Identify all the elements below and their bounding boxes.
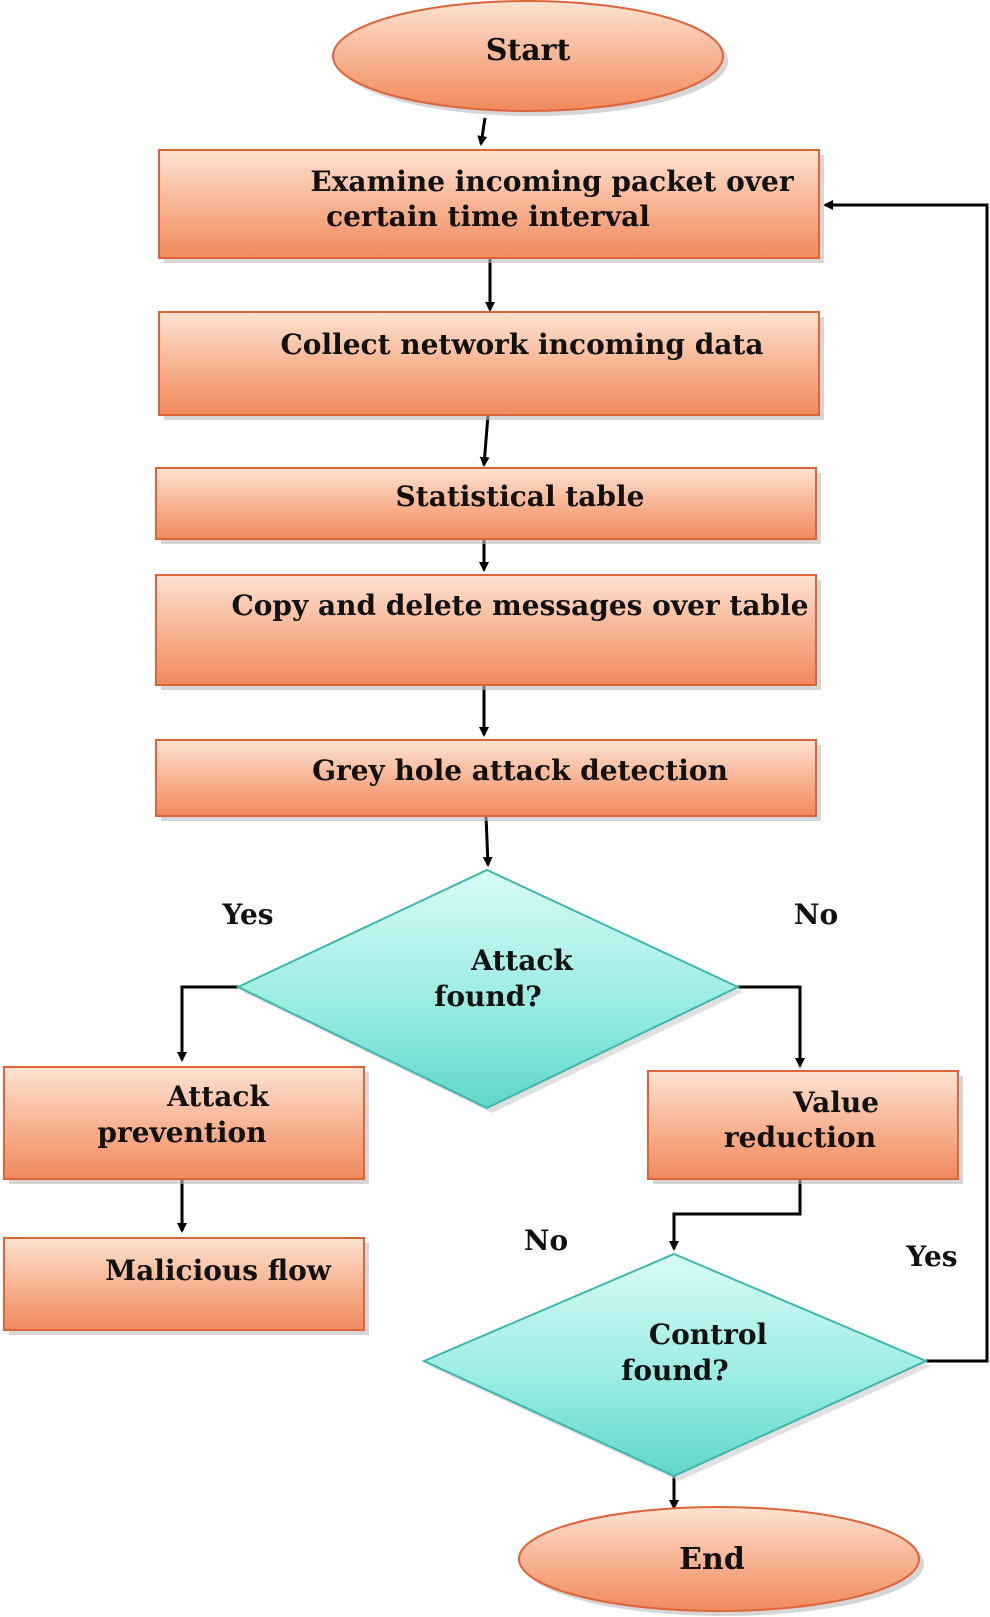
end-terminal: End — [518, 1506, 924, 1616]
edge-value-control — [669, 1180, 802, 1251]
control-found-line2: found? — [621, 1354, 728, 1387]
examine-label-line2: certain time interval — [326, 200, 650, 233]
value-reduction-box: Value reduction — [647, 1070, 963, 1184]
edge-start-examine — [477, 117, 488, 146]
collect-data-box: Collect network incoming data — [158, 311, 824, 420]
attack-prevention-box: Attack prevention — [3, 1066, 369, 1184]
control-yes-label: Yes — [905, 1240, 957, 1273]
attack-prevention-line2: prevention — [97, 1116, 266, 1149]
value-reduction-line1: Value — [792, 1086, 879, 1119]
copy-delete-label: Copy and delete messages over table — [231, 589, 808, 622]
copy-delete-box: Copy and delete messages over table — [155, 574, 821, 690]
edge-greyhole-attack — [482, 815, 493, 867]
control-found-line1: Control — [649, 1318, 767, 1351]
edge-collect-statistical — [479, 414, 490, 467]
grey-hole-detection-box: Grey hole attack detection — [155, 739, 821, 821]
statistical-label: Statistical table — [396, 480, 645, 513]
start-label: Start — [486, 33, 571, 68]
grey-hole-label: Grey hole attack detection — [312, 754, 728, 787]
attack-no-label: No — [794, 898, 838, 931]
edge-control-yes-loop — [823, 200, 989, 1363]
attack-found-line2: found? — [434, 980, 541, 1013]
edge-attack-no — [738, 985, 805, 1068]
malicious-flow-label: Malicious flow — [105, 1254, 332, 1287]
attack-found-decision: Attack found? — [235, 868, 743, 1113]
examine-label-line1: Examine incoming packet over — [310, 165, 794, 198]
start-terminal: Start — [332, 0, 728, 116]
value-reduction-line2: reduction — [724, 1121, 876, 1154]
edge-attack-yes — [177, 985, 238, 1062]
attack-found-line1: Attack — [470, 944, 573, 977]
attack-prevention-line1: Attack — [166, 1080, 269, 1113]
end-label: End — [679, 1542, 745, 1577]
malicious-flow-box: Malicious flow — [3, 1237, 369, 1335]
collect-label: Collect network incoming data — [280, 328, 763, 361]
control-found-decision: Control found? — [421, 1252, 931, 1481]
connectors — [177, 117, 989, 1510]
control-no-label: No — [524, 1224, 568, 1257]
statistical-table-box: Statistical table — [155, 467, 821, 544]
examine-packet-box: Examine incoming packet over certain tim… — [158, 149, 824, 263]
attack-yes-label: Yes — [221, 898, 273, 931]
